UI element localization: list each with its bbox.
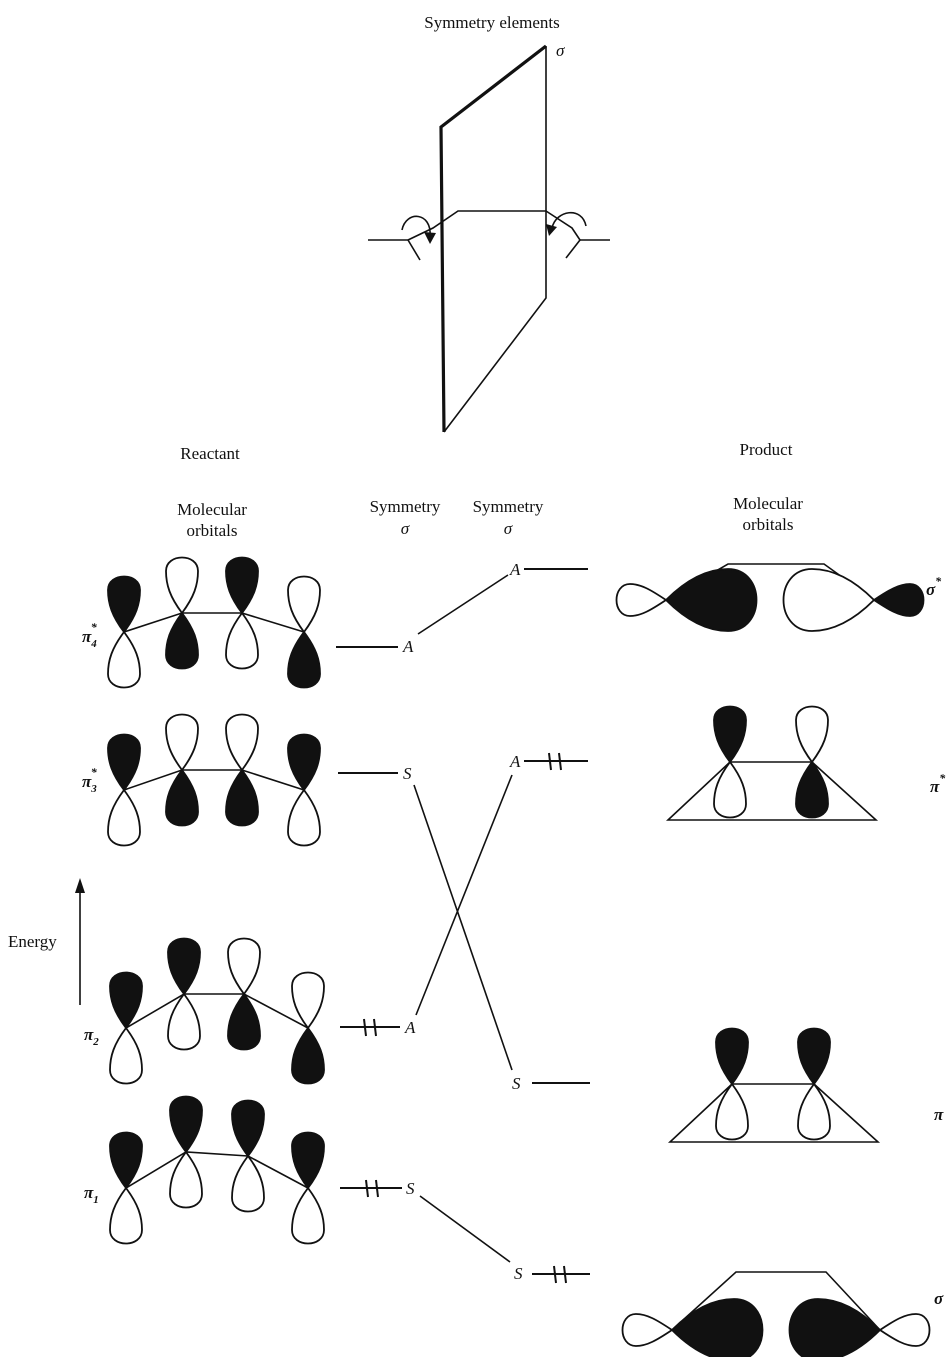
rotation-arrow-right	[551, 211, 587, 229]
correlation-pi1-to-sigma	[419, 1195, 511, 1263]
correlation-pi2-to-pi-star	[415, 774, 513, 1016]
sym-sigma: S	[514, 1264, 523, 1283]
symmetry-heading-left-1: Symmetry	[370, 497, 441, 516]
label-pi4: π4*	[82, 620, 98, 650]
label-sigma-star: σ*	[926, 574, 942, 599]
label-pi-star: π*	[930, 771, 946, 796]
product-mo-heading-1: Molecular	[733, 494, 803, 513]
product-orbital-pi-star	[665, 705, 879, 821]
sym-pi4: A	[402, 637, 414, 656]
sigma-plane-label: σ	[556, 41, 565, 60]
label-pi1: π1	[84, 1183, 99, 1206]
reactant-orbital-pi2	[109, 937, 325, 1085]
electron-pair-pi-star	[548, 752, 562, 771]
reactant-orbital-pi1	[109, 1095, 325, 1245]
label-pi: π	[934, 1105, 944, 1124]
correlation-pi3-to-pi	[413, 784, 513, 1071]
label-pi3: π3*	[82, 765, 98, 795]
product-heading: Product	[740, 440, 793, 459]
reactant-heading: Reactant	[180, 444, 240, 463]
electron-pair-sigma	[553, 1265, 567, 1284]
label-pi2: π2	[84, 1025, 99, 1048]
rotation-arrow-left	[401, 215, 431, 237]
energy-label: Energy	[8, 932, 57, 951]
reactant-mo-heading-2: orbitals	[187, 521, 238, 540]
symmetry-heading-right-2: σ	[504, 519, 513, 538]
symmetry-heading-right-1: Symmetry	[473, 497, 544, 516]
sym-pi1: S	[406, 1179, 415, 1198]
sym-pi3: S	[403, 764, 412, 783]
sym-pi2: A	[404, 1018, 416, 1037]
symmetry-elements-title: Symmetry elements	[424, 13, 560, 32]
energy-arrowhead	[75, 878, 85, 893]
reactant-orbital-pi4	[107, 556, 321, 689]
symmetry-heading-left-2: σ	[401, 519, 410, 538]
label-sigma: σ	[934, 1289, 944, 1308]
mirror-plane-figure	[368, 44, 610, 433]
sym-pi: S	[512, 1074, 521, 1093]
electron-pair-pi2	[363, 1018, 377, 1037]
correlation-pi4-to-sigma-star	[417, 574, 509, 635]
product-orbital-sigma-star	[615, 563, 925, 632]
reactant-mo-heading-1: Molecular	[177, 500, 247, 519]
electron-pair-pi1	[365, 1179, 379, 1198]
product-orbital-pi	[667, 1027, 881, 1143]
rotation-arrowhead-right	[546, 224, 557, 236]
rotation-arrowhead-left	[424, 232, 436, 244]
product-mo-heading-2: orbitals	[743, 515, 794, 534]
product-orbital-sigma	[621, 1271, 931, 1357]
reactant-orbital-pi3	[107, 713, 321, 847]
sym-sigma-star: A	[509, 560, 521, 579]
sym-pi-star: A	[509, 752, 521, 771]
